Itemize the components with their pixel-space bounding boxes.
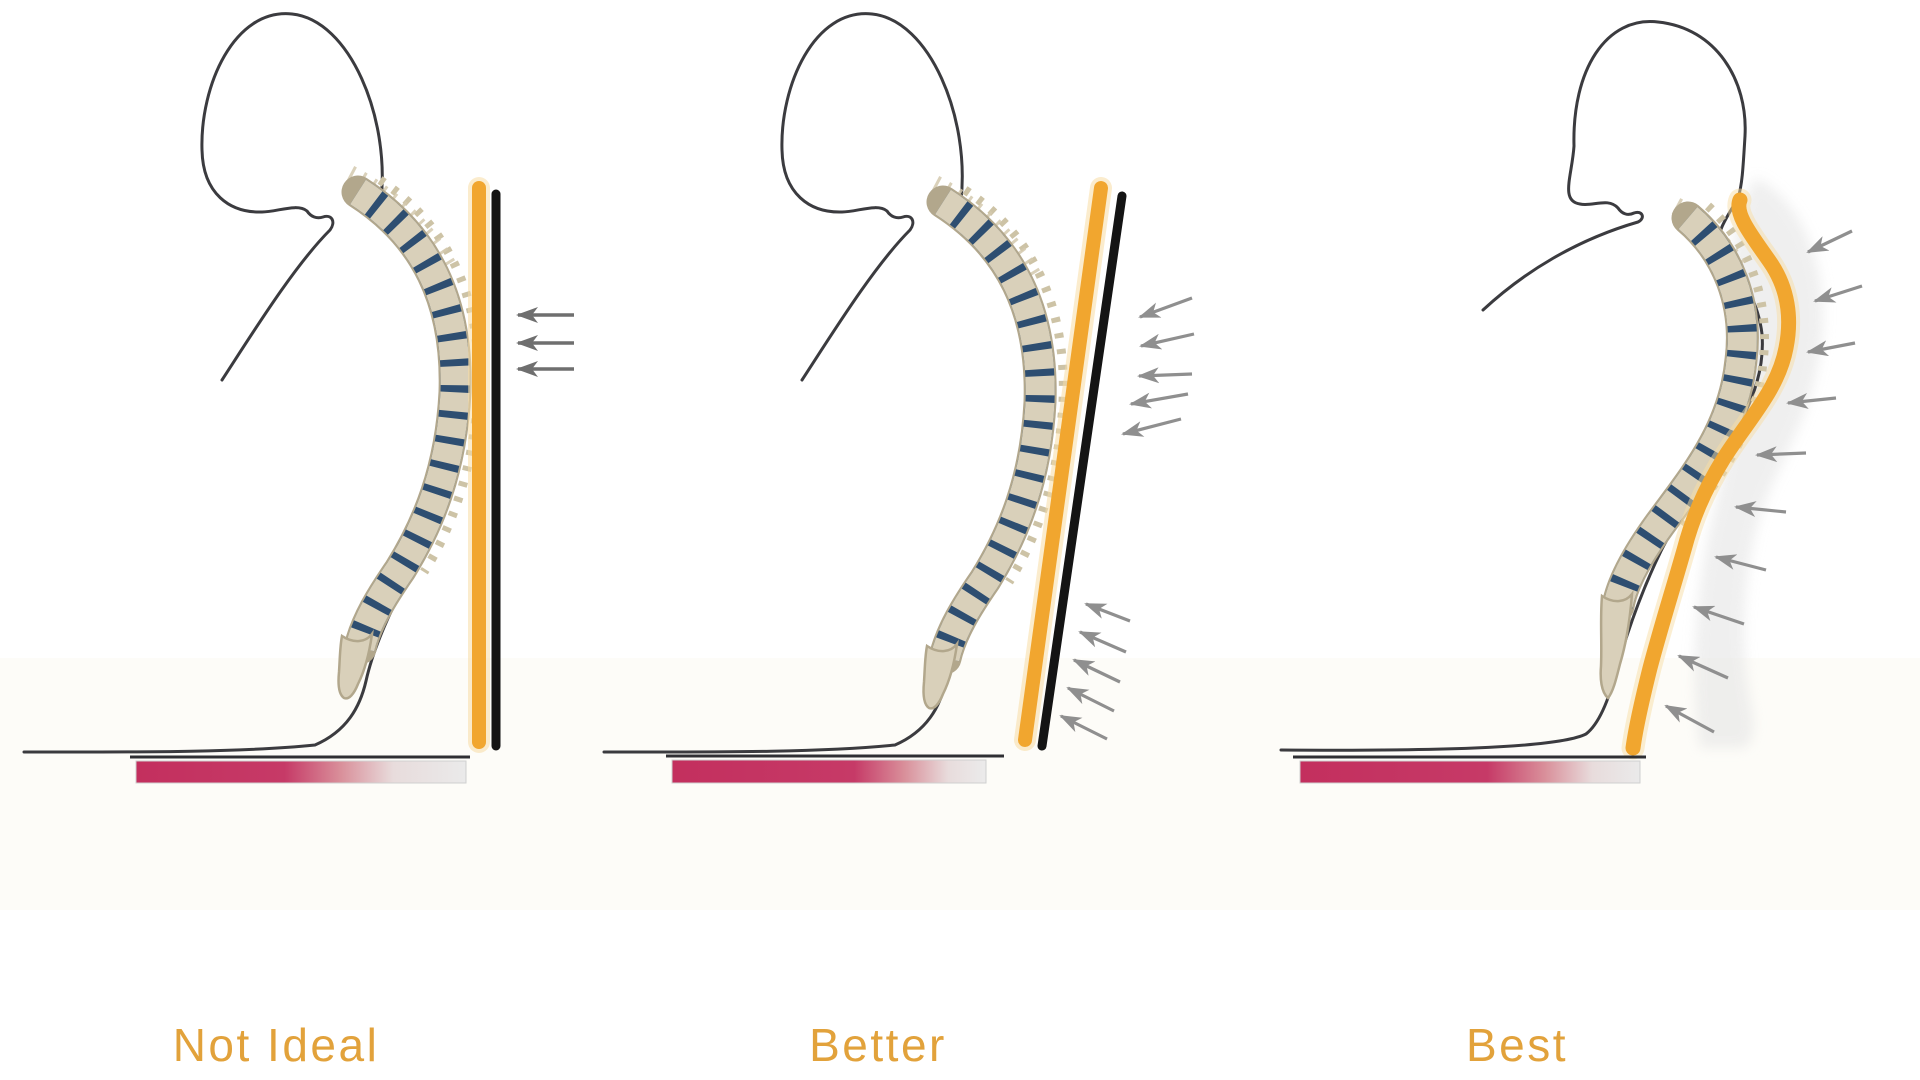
panel-label-not-ideal: Not Ideal [172,1019,380,1071]
panel-best [1279,20,1863,784]
pressure-arrow [1755,446,1807,463]
pressure-arrow [1677,654,1729,680]
pressure-arrow [1121,417,1182,437]
pressure-arrow [1714,554,1767,572]
panel-not-ideal [22,12,574,784]
pressure-arrow [1066,686,1115,713]
pressure-arrow [1084,602,1131,623]
panel-label-better: Better [809,1019,947,1071]
contoured-backrest-line [1625,192,1797,756]
seat-pressure-bar [135,760,467,784]
pressure-arrow [1139,332,1195,350]
body-outline [22,12,468,754]
pressure-arrow [1138,296,1193,319]
backrest-line [1037,191,1127,751]
pressure-arrows [516,307,574,377]
spine-illustration [339,174,479,698]
pressure-arrows [1059,296,1195,741]
panel-label-best: Best [1465,1019,1569,1071]
pressure-arrow [1806,229,1853,254]
panel-better [602,12,1195,784]
pressure-arrow [1078,630,1127,654]
ideal-spine-guide-line [1018,181,1108,747]
pressure-arrow [1786,392,1837,409]
body-outline [602,12,1048,754]
pressure-arrow [1692,605,1745,626]
body-outline [1279,20,1764,752]
seat-pressure-bar [671,759,987,784]
pressure-arrow [1664,704,1715,734]
pressure-arrow [1129,392,1189,409]
pressure-arrow [1072,658,1121,684]
pressure-arrows [1664,229,1863,734]
pressure-arrow [1059,714,1108,741]
pressure-arrow [1813,284,1863,303]
pressure-arrow [1734,501,1787,517]
background-band [0,658,1920,910]
pressure-arrow [1137,367,1193,384]
pressure-arrow [1806,340,1856,357]
seat-pressure-bar [1299,760,1641,784]
